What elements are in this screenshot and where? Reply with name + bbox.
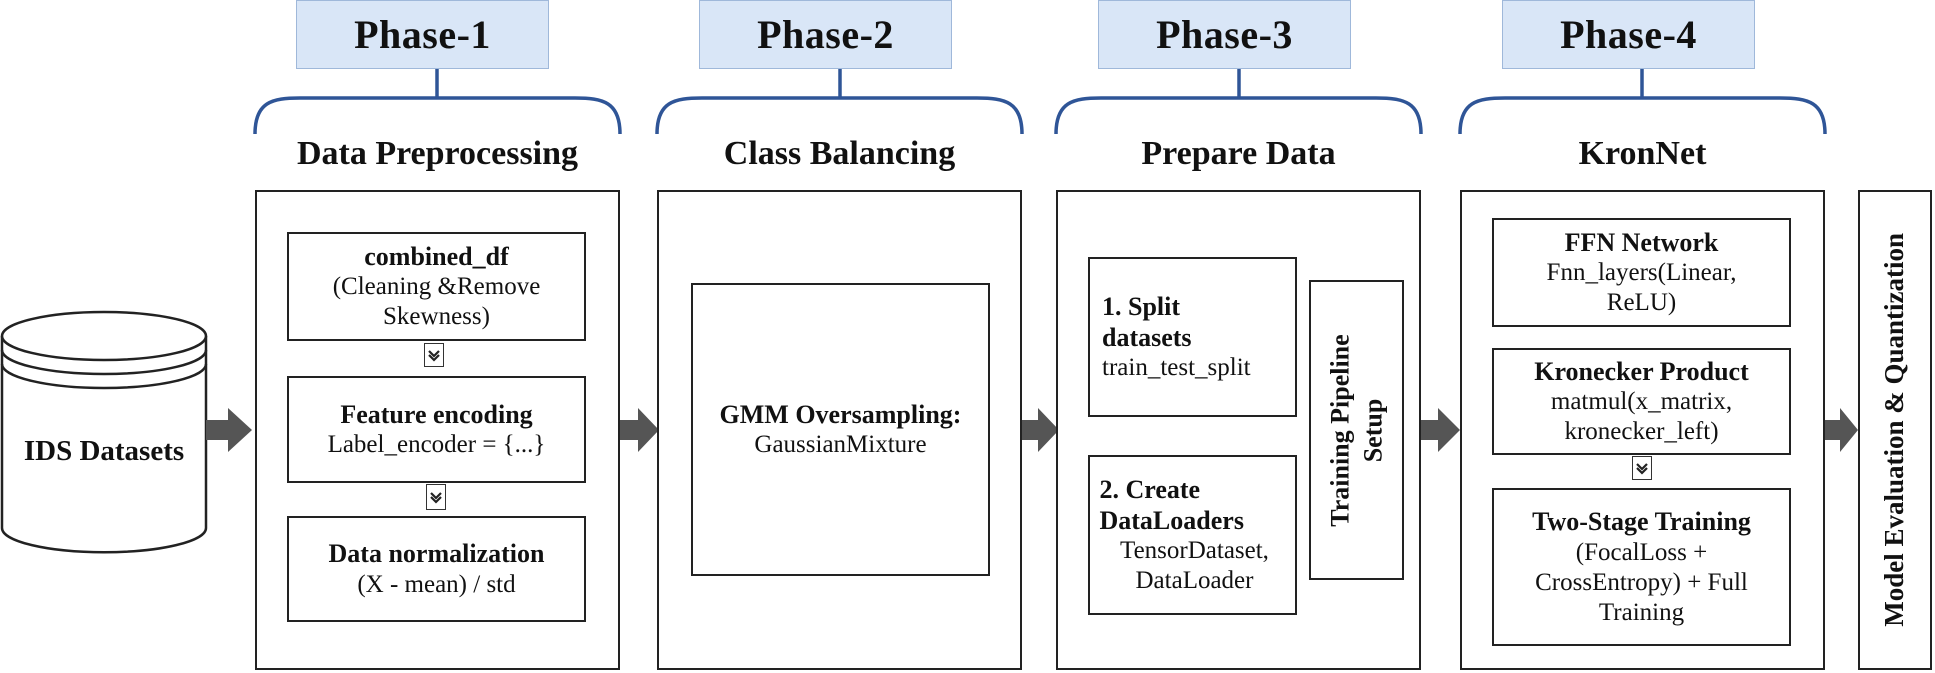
step-title: 1. Split datasets <box>1102 291 1192 352</box>
step-title: Two-Stage Training <box>1532 507 1751 537</box>
down-chevron-icon <box>424 343 444 367</box>
phase-1-bracket <box>253 69 622 135</box>
step-title: Feature encoding <box>340 399 533 429</box>
flow-arrow-phase-2-to-phase-3 <box>1022 408 1059 452</box>
step-detail: train_test_split <box>1102 354 1251 382</box>
phase-3-training-pipeline-setup: Training Pipeline Setup <box>1309 280 1404 580</box>
step-title: 2. Create DataLoaders <box>1099 474 1244 535</box>
phase-3-bracket <box>1054 69 1423 135</box>
source-label: IDS Datasets <box>23 435 185 467</box>
step-detail: (Cleaning &Remove Skewness) <box>332 273 541 331</box>
phase-4-stage-title: KronNet <box>1578 135 1707 172</box>
step-detail: GaussianMixture <box>754 431 927 459</box>
phase-3-step-create-dataloaders: 2. Create DataLoaders TensorDataset, Dat… <box>1088 455 1297 615</box>
side-box-label: Training Pipeline Setup <box>1325 333 1387 527</box>
phase-4-label: Phase-4 <box>1502 0 1755 69</box>
step-detail: Label_encoder = {...} <box>327 431 546 459</box>
phase-1-label: Phase-1 <box>296 0 549 69</box>
flow-arrow-phase-1-to-phase-2 <box>620 408 659 452</box>
phase-4-step-ffn-network: FFN Network Fnn_layers(Linear, ReLU) <box>1492 218 1791 327</box>
step-title: GMM Oversampling: <box>719 399 962 429</box>
step-detail: matmul(x_matrix, kronecker_left) <box>1550 388 1733 446</box>
phase-2-label: Phase-2 <box>699 0 952 69</box>
flow-arrow-source-to-phase-1 <box>206 408 252 452</box>
phase-2-step-gmm-oversampling: GMM Oversampling: GaussianMixture <box>691 283 990 576</box>
phase-3-stage-title: Prepare Data <box>1141 135 1336 172</box>
phase-1-step-data-normalization: Data normalization (X - mean) / std <box>287 516 586 622</box>
phase-3-step-split-datasets: 1. Split datasets train_test_split <box>1088 257 1297 417</box>
flow-arrow-phase-4-to-final <box>1825 408 1858 452</box>
phase-4-step-kronecker-product: Kronecker Product matmul(x_matrix, krone… <box>1492 348 1791 455</box>
phase-2-bracket <box>655 69 1024 135</box>
phase-1-stage-title: Data Preprocessing <box>296 135 579 172</box>
step-title: FFN Network <box>1564 227 1719 257</box>
phase-2-stage-title: Class Balancing <box>723 135 956 172</box>
phase-3-label: Phase-3 <box>1098 0 1351 69</box>
phase-4-bracket <box>1458 69 1827 135</box>
final-stage-label: Model Evaluation & Quantization <box>1879 233 1910 627</box>
step-title: Kronecker Product <box>1534 356 1749 386</box>
down-chevron-icon <box>426 484 446 510</box>
phase-1-step-combined-df: combined_df (Cleaning &Remove Skewness) <box>287 232 586 341</box>
step-detail: (X - mean) / std <box>357 570 516 598</box>
phase-4-step-two-stage-training: Two-Stage Training (FocalLoss + CrossEnt… <box>1492 488 1791 646</box>
flow-arrow-phase-3-to-phase-4 <box>1421 408 1460 452</box>
step-detail: Fnn_layers(Linear, ReLU) <box>1546 259 1737 317</box>
step-detail: (FocalLoss + CrossEntropy) + Full Traini… <box>1535 538 1748 626</box>
down-chevron-icon <box>1632 456 1652 480</box>
database-cylinder-icon <box>0 310 208 554</box>
step-title: Data normalization <box>328 539 545 569</box>
final-stage-model-evaluation: Model Evaluation & Quantization <box>1858 190 1932 670</box>
step-detail: TensorDataset, DataLoader <box>1120 537 1269 595</box>
step-title: combined_df <box>364 241 509 271</box>
phase-1-step-feature-encoding: Feature encoding Label_encoder = {...} <box>287 376 586 483</box>
